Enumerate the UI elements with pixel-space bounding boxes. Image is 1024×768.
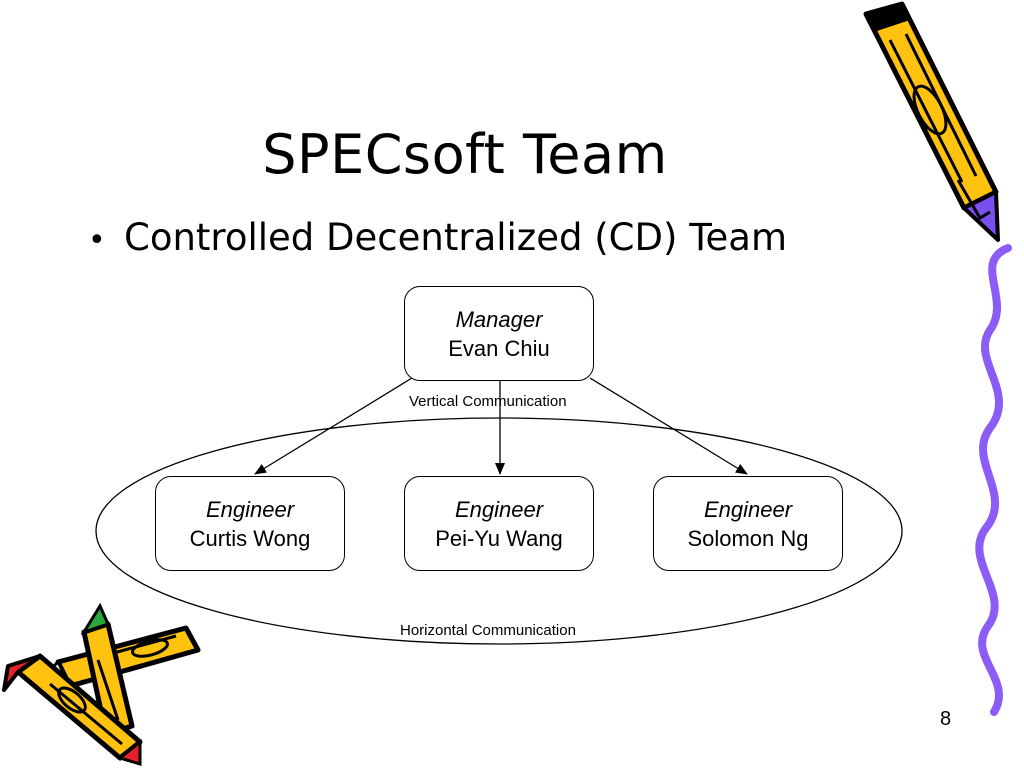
engineer-role: Engineer bbox=[205, 496, 295, 522]
manager-role: Manager bbox=[455, 306, 543, 332]
engineer-name: Curtis Wong bbox=[189, 525, 311, 551]
engineer-node: Engineer Curtis Wong bbox=[155, 476, 345, 571]
engineer-role: Engineer bbox=[454, 496, 544, 522]
slide-title: SPECsoft Team bbox=[262, 123, 668, 186]
bullet-text: Controlled Decentralized (CD) Team bbox=[124, 216, 787, 259]
horizontal-communication-ellipse bbox=[95, 417, 903, 645]
manager-name: Evan Chiu bbox=[448, 335, 550, 361]
engineer-node: Engineer Pei-Yu Wang bbox=[404, 476, 594, 571]
vertical-communication-label: Vertical Communication bbox=[409, 393, 567, 410]
bullet-dot: • bbox=[88, 223, 106, 258]
engineer-node: Engineer Solomon Ng bbox=[653, 476, 843, 571]
engineer-name: Solomon Ng bbox=[687, 525, 809, 551]
engineer-name: Pei-Yu Wang bbox=[435, 525, 563, 551]
manager-node: Manager Evan Chiu bbox=[404, 286, 594, 381]
arrow-manager-to-engineer-1 bbox=[254, 377, 413, 475]
engineer-role: Engineer bbox=[703, 496, 793, 522]
horizontal-communication-label: Horizontal Communication bbox=[400, 622, 576, 639]
arrow-manager-to-engineer-3 bbox=[589, 377, 748, 475]
bullet-item: • Controlled Decentralized (CD) Team bbox=[88, 210, 787, 269]
page-number: 8 bbox=[940, 708, 952, 730]
